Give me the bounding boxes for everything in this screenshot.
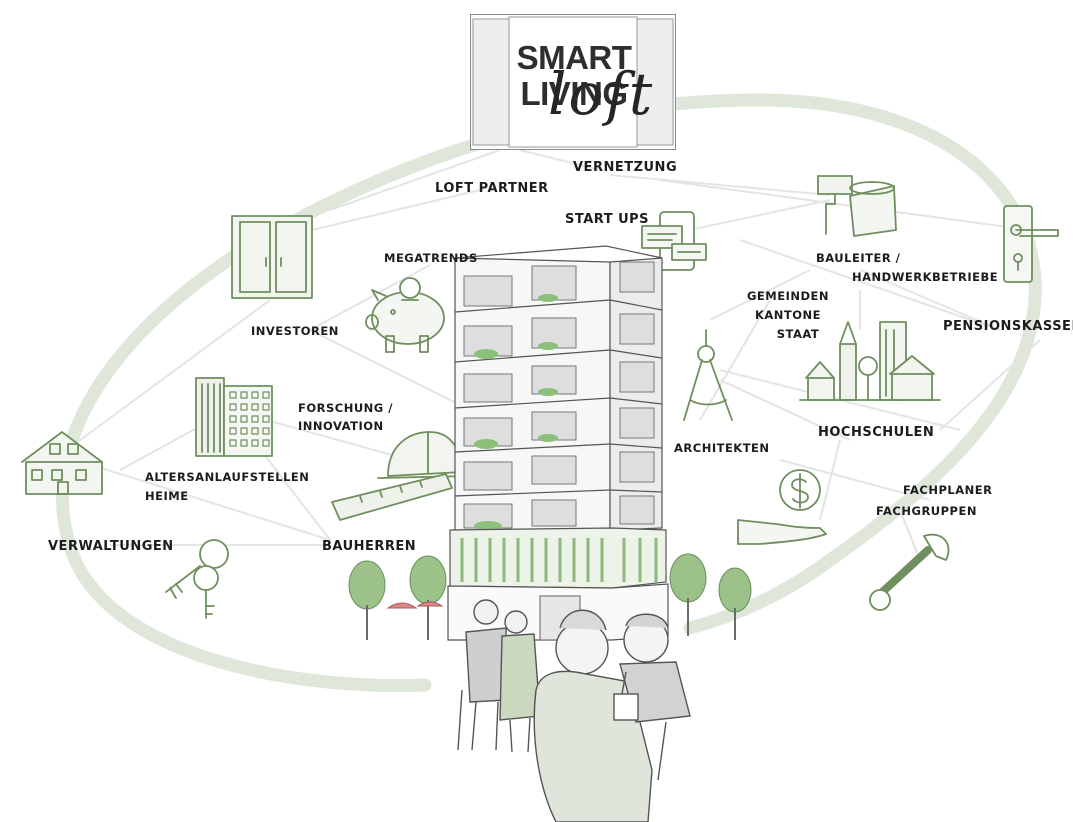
elderly-couple — [457, 599, 541, 753]
label-hochschulen: HOCHSCHULEN — [818, 425, 935, 440]
label-forschung-2: INNOVATION — [298, 419, 384, 433]
label-vernetzung: VERNETZUNG — [573, 160, 678, 175]
dollar-hand-icon — [737, 469, 827, 545]
label-pensionskassen: PENSIONSKASSEN — [943, 319, 1073, 334]
label-loft-partner: LOFT PARTNER — [435, 181, 549, 196]
label-investoren: INVESTOREN — [251, 324, 339, 338]
hard-hat-icon — [377, 431, 471, 479]
compass-icon — [683, 329, 733, 421]
door-icon — [231, 215, 313, 299]
apartment-building — [447, 245, 669, 641]
woman-with-child — [533, 609, 691, 822]
phone-chat-icon — [641, 211, 707, 271]
label-fachplaner: FACHPLANER — [903, 483, 993, 497]
wrench-icon — [869, 533, 950, 611]
label-architekten: ARCHITEKTEN — [674, 441, 770, 455]
door-handle-icon — [1003, 205, 1059, 283]
label-fachgruppen: FACHGRUPPEN — [876, 504, 977, 518]
logo-wordmark: SMART LIVING — [516, 39, 632, 112]
label-bauleiter-2: HANDWERKBETRIEBE — [852, 270, 999, 284]
office-building-icon — [195, 377, 273, 457]
logo-script: loft — [548, 60, 655, 128]
label-bauleiter-1: BAULEITER / — [816, 251, 901, 265]
label-megatrends: MEGATRENDS — [384, 251, 478, 265]
piggy-bank-icon — [365, 277, 445, 353]
logo-frame — [470, 14, 676, 150]
label-verwaltungen: VERWALTUNGEN — [48, 539, 174, 554]
label-staat: STAAT — [776, 327, 820, 341]
label-altersanlaufstellen-1: ALTERSANLAUFSTELLEN — [145, 470, 310, 484]
trees — [348, 553, 752, 640]
key-icon — [165, 539, 229, 619]
people-sketch — [457, 599, 691, 822]
label-bauherren: BAUHERREN — [322, 539, 417, 554]
ruler-icon — [331, 473, 453, 521]
label-altersanlaufstellen-2: HEIME — [145, 489, 189, 503]
label-forschung-1: FORSCHUNG / — [298, 401, 393, 415]
label-kantone: KANTONE — [754, 308, 822, 322]
town-icon — [799, 321, 941, 401]
paint-roller-icon — [817, 175, 897, 237]
label-gemeinden: GEMEINDEN — [746, 289, 830, 303]
house-icon — [21, 431, 103, 495]
label-start-ups: START UPS — [565, 212, 650, 227]
logo-frame-panels — [472, 16, 674, 148]
